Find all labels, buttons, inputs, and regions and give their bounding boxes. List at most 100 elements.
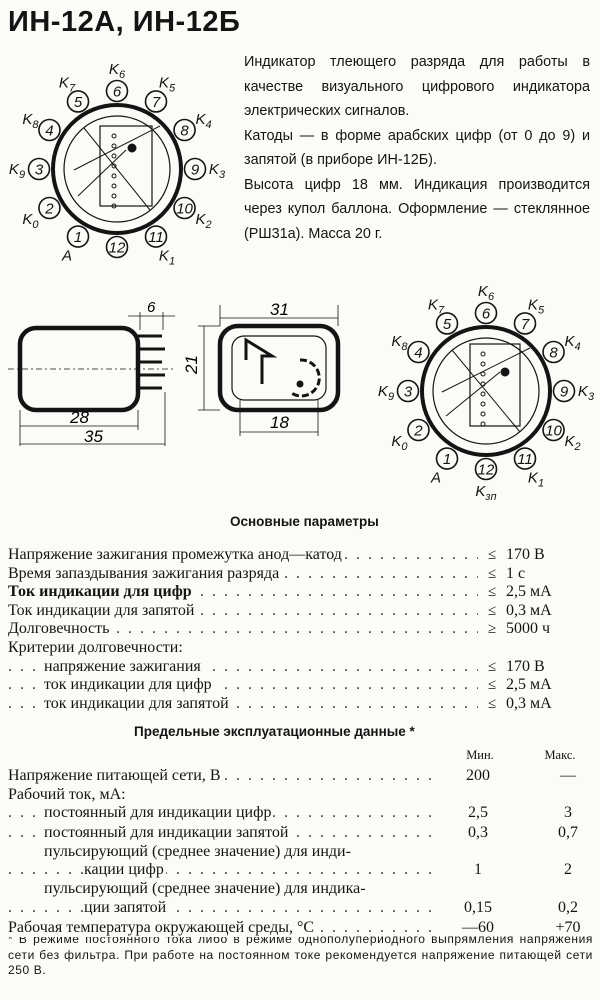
param-row: . . . . . . . . . . . . . . . . . . . . … xyxy=(8,620,568,639)
limits-min: 0,3 xyxy=(468,824,488,841)
bottom-pin-label: Kзп xyxy=(475,483,496,503)
top-pin-number: 8 xyxy=(180,123,189,140)
bottom-pin-number: 10 xyxy=(545,423,562,440)
limits-label: ции запятой xyxy=(84,898,169,917)
limits-row: пульсирующий (среднее значение) для инди… xyxy=(8,879,598,898)
limits-label: постоянный для индикации запятой xyxy=(44,823,291,842)
param-label: Ток индикации для цифр xyxy=(8,583,195,602)
top-pin-label: K4 xyxy=(196,111,212,131)
top-pin-label: K5 xyxy=(159,74,176,94)
bottom-pin-number: 6 xyxy=(482,306,491,323)
top-pin-label: K0 xyxy=(22,211,39,231)
limits-max: 0,7 xyxy=(558,824,578,841)
front-view-drawing xyxy=(198,305,341,436)
bottom-pin-label: K4 xyxy=(565,333,581,353)
param-row: . . . . . . . . . . . . . . . . . . . . … xyxy=(8,694,568,713)
top-pin-number: 12 xyxy=(109,240,126,257)
bottom-pin-number: 7 xyxy=(521,316,530,333)
param-relation-symbol: ≤ xyxy=(488,602,497,619)
param-row: . . . . . . . . . . . . . . . . . . . . … xyxy=(8,676,568,695)
limits-min: 200 xyxy=(466,767,490,784)
top-pin-number: 5 xyxy=(74,94,83,111)
bottom-pin-label: K5 xyxy=(528,296,545,316)
bottom-pin-9 xyxy=(552,379,576,403)
bottom-pin-label: K9 xyxy=(378,383,394,403)
limits-min: —60 xyxy=(462,919,494,936)
param-relation-symbol: ≤ xyxy=(488,695,497,712)
bottom-pin-label: K1 xyxy=(528,470,544,490)
param-relation-symbol: ≤ xyxy=(488,565,497,582)
limits-col-max: Макс. xyxy=(544,748,576,762)
param-value: 0,3 мА xyxy=(506,694,552,712)
bottom-pin-7 xyxy=(513,312,537,335)
bottom-pin-number: 11 xyxy=(517,451,533,468)
top-pin-6 xyxy=(105,79,129,103)
top-pin-number: 4 xyxy=(45,123,53,140)
limits-max: +70 xyxy=(555,919,581,936)
limits-label: пульсирующий (среднее значение) для инди… xyxy=(44,879,368,898)
bottom-pin-number: 3 xyxy=(404,384,413,401)
top-pin-5 xyxy=(66,90,90,113)
main-params-heading: Основные параметры xyxy=(230,514,379,529)
limits-label: Рабочая температура окружающей среды, °С xyxy=(8,918,317,937)
param-row: . . . . . . . . . . . . . . . . . . . . … xyxy=(8,601,568,620)
limits-min: 2,5 xyxy=(468,804,488,821)
description-p1: Индикатор тлеющего разряда для работы в … xyxy=(244,54,590,119)
param-row: . . . . . . . . . . . . . . . . . . . . … xyxy=(8,564,568,583)
param-relation-symbol: ≤ xyxy=(488,584,497,601)
dim-face-width: 31 xyxy=(270,300,289,319)
limits-row: . . . . . . . . . . . . . . . . . . . . … xyxy=(8,918,598,937)
bottom-pin-number: 4 xyxy=(414,345,422,362)
param-row: . . . . . . . . . . . . . . . . . . . . … xyxy=(8,583,568,602)
param-relation-symbol: ≤ xyxy=(488,547,497,563)
bottom-pin-label: A xyxy=(430,470,441,487)
limits-max: 2 xyxy=(564,861,572,878)
dim-total-length: 35 xyxy=(84,427,103,446)
top-pin-label: K9 xyxy=(9,161,25,181)
top-pin-12 xyxy=(105,235,129,259)
param-label: Долговечность xyxy=(8,620,113,639)
param-relation-symbol: ≥ xyxy=(488,621,497,638)
top-pin-label: K3 xyxy=(209,161,226,181)
bottom-pin-number: 8 xyxy=(549,345,558,362)
top-pin-label: K8 xyxy=(22,111,39,131)
limits-row: . . . . . . . . . . . . . . . . . . . . … xyxy=(8,803,598,822)
limits-label: пульсирующий (среднее значение) для инди… xyxy=(44,842,353,861)
limits-row: . . . . . . . . . . . . . . . . . . . . … xyxy=(8,823,598,842)
param-row: . . . . . . . . . . . . . . . . . . . . … xyxy=(8,546,568,564)
dim-side-width: 6 xyxy=(147,299,156,316)
top-pin-number: 1 xyxy=(74,229,82,246)
limits-label: Рабочий ток, мА: xyxy=(8,785,128,804)
limits-label: Напряжение питающей сети, В xyxy=(8,766,223,785)
param-value: 170 В xyxy=(506,546,545,563)
bottom-pin-label: K8 xyxy=(391,333,408,353)
top-pin-number: 3 xyxy=(35,162,44,179)
dim-digit-width: 18 xyxy=(270,413,289,432)
top-pin-number: 2 xyxy=(44,201,54,218)
param-relation-symbol: ≤ xyxy=(488,658,497,675)
param-label: Время запаздывания зажигания разряда xyxy=(8,564,283,583)
bottom-pin-label: K3 xyxy=(578,383,595,403)
top-pin-9 xyxy=(183,157,207,181)
top-pin-number: 10 xyxy=(176,201,193,218)
bottom-pin-number: 12 xyxy=(478,462,495,479)
top-pin-number: 9 xyxy=(191,162,200,179)
bottom-pin-label: K0 xyxy=(391,433,408,453)
top-pin-label: K1 xyxy=(159,248,175,268)
page-title: ИН-12А, ИН-12Б xyxy=(8,6,241,38)
param-relation-symbol: ≤ xyxy=(488,677,497,694)
param-row: Критерии долговечности: xyxy=(8,639,568,657)
limits-label: постоянный для индикации цифр xyxy=(44,803,274,822)
limits-max: 3 xyxy=(564,804,572,821)
top-pin-7 xyxy=(144,90,168,113)
pinout-diagram-top xyxy=(51,103,183,235)
param-value: 1 с xyxy=(506,564,526,582)
top-pin-number: 11 xyxy=(148,229,164,246)
footnote: * В режиме постоянного тока либо в режим… xyxy=(8,932,593,977)
top-pin-8 xyxy=(173,118,196,142)
bottom-pin-4 xyxy=(407,340,430,364)
limits-min: 0,15 xyxy=(464,899,492,916)
leader-dots: . . . . . . . . . . . . . . . . . . . . … xyxy=(8,861,438,878)
param-label: Критерии долговечности: xyxy=(8,639,186,657)
top-pin-label: K2 xyxy=(196,211,212,231)
